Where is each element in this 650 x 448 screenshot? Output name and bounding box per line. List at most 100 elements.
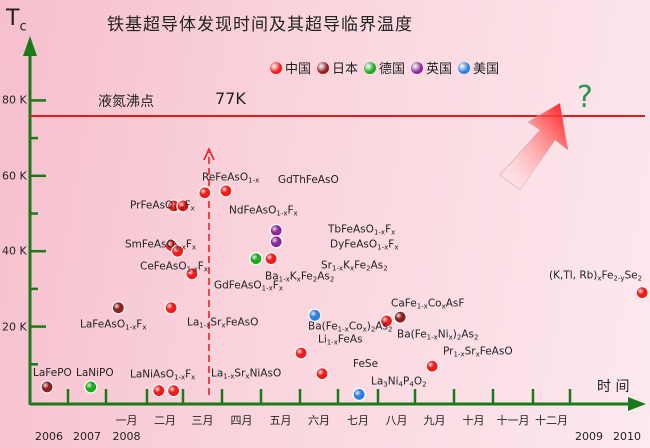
data-point-highlight (394, 311, 406, 323)
x-tick-label-month: 十月 (462, 414, 485, 427)
label-text: AsF (445, 297, 465, 310)
data-point-highlight (316, 368, 328, 380)
data-label: LaFeAsO1-xFx (80, 319, 146, 332)
label-subscript: 4 (398, 380, 404, 389)
label-text: Sr (210, 316, 222, 329)
legend-item-germany: 德国 (364, 58, 405, 77)
data-label: La1-xSrxNiAsO (211, 368, 281, 381)
label-subscript: x (190, 204, 195, 213)
label-subscript: x (394, 243, 399, 252)
label-subscript: x (391, 228, 396, 237)
legend-item-uk: 英国 (411, 58, 452, 77)
label-subscript: x (362, 325, 367, 334)
label-text: ) (452, 328, 457, 341)
legend-item-japan: 日本 (317, 58, 358, 77)
label-text: Fe (601, 269, 614, 282)
label-subscript: x (245, 372, 250, 381)
label-text: FeSe (353, 358, 379, 370)
label-text: FeAsO (225, 316, 259, 329)
data-label: PrFeAsO1-xFx (130, 200, 195, 213)
label-subscript: 2 (422, 380, 427, 389)
label-text: (K,Tl, Rb) (549, 269, 598, 282)
y-axis-label-sub: c (19, 19, 27, 35)
data-point-highlight (295, 347, 307, 359)
data-label: LaNiPO (76, 367, 114, 379)
label-subscript: 1-x (248, 176, 260, 185)
x-tick-label-month: 十二月 (535, 414, 568, 427)
data-label: CaFe1-xCoxAsF (391, 298, 464, 311)
data-point-highlight (168, 200, 180, 212)
label-text: F (184, 199, 191, 212)
legend-marker (364, 61, 377, 74)
legend-marker (458, 61, 471, 74)
label-text: Pr (443, 345, 454, 358)
label-subscript: 2 (383, 264, 388, 273)
label-text: K (343, 259, 350, 272)
y-tick-label: 20 K (2, 320, 27, 334)
label-text: FeAs (337, 333, 363, 346)
data-label: Sr1-xKxFe2As2 (321, 260, 388, 273)
label-text: F (197, 260, 204, 273)
y-tick-label: 80 K (2, 93, 27, 107)
label-text: NdFeAsO (229, 204, 277, 217)
label-subscript: 1-x (173, 373, 186, 382)
x-tick-label-month: 六月 (308, 414, 330, 427)
label-subscript: 1-x (416, 302, 428, 311)
label-text: GdThFeAsO (278, 174, 339, 186)
legend-label: 英国 (426, 62, 453, 77)
label-text: Se (624, 269, 638, 282)
reference-line-label: 液氮沸点 (98, 94, 154, 110)
data-label: FeSe (353, 358, 378, 370)
legend-label: 中国 (285, 62, 312, 77)
data-label: Li1-xFeAs (318, 334, 363, 347)
label-subscript: 1-x (276, 209, 288, 218)
label-subscript: 1-x (426, 333, 438, 342)
label-subscript: 1-x (261, 284, 273, 293)
data-label: (K,Tl, Rb)xFe2-ySe2 (549, 270, 642, 283)
label-text: O (413, 375, 423, 388)
label-subscript: x (142, 323, 147, 332)
label-subscript: 1-x (326, 338, 338, 347)
y-tick-label: 40 K (2, 244, 27, 258)
legend-label: 德国 (379, 62, 406, 77)
label-text: Ni (387, 375, 399, 388)
data-point-highlight (153, 385, 165, 397)
label-text: As (461, 328, 474, 341)
x-tick-label-year: 2010 (613, 430, 641, 443)
label-subscript: 2 (366, 264, 371, 273)
x-tick-label-month: 四月 (230, 414, 253, 427)
label-subscript: 1-x (186, 265, 198, 274)
data-label: CeFeAsO1-xFx (140, 261, 208, 274)
label-subscript: 1-x (377, 243, 389, 252)
dashed-line-arrowhead (203, 147, 215, 161)
label-text: Ni (437, 328, 449, 341)
label-text: Sr (464, 345, 476, 358)
x-tick-label-month: 九月 (423, 414, 446, 427)
data-point-highlight (353, 388, 365, 400)
legend-label: 美国 (473, 62, 500, 77)
question-mark: ? (577, 80, 593, 115)
data-label: LaNiAsO1-xFx (130, 369, 195, 382)
label-subscript: 4 (409, 380, 414, 389)
label-subscript: 2 (456, 333, 462, 342)
legend: 中国 日本 德国 英国 美国 (270, 58, 499, 77)
label-text: Fe (354, 259, 367, 272)
label-text: Li (318, 333, 327, 346)
label-subscript: x (597, 274, 602, 283)
data-label: TbFeAsO1-xFx (328, 224, 395, 237)
label-text: F (185, 368, 192, 381)
label-subscript: x (293, 209, 298, 218)
label-text: CeFeAsO (140, 260, 187, 273)
x-tick-label-month: 一月 (115, 414, 138, 427)
label-subscript: 2 (370, 325, 376, 334)
data-label: La3Ni4P4O2 (371, 376, 427, 389)
x-tick-label-month: 八月 (385, 414, 408, 427)
legend-label: 日本 (332, 62, 359, 77)
label-text: TbFeAsO (328, 223, 374, 236)
label-subscript: 1-x (453, 350, 465, 359)
y-axis-label: Tc (6, 6, 27, 34)
label-subscript: x (278, 284, 283, 293)
label-text: La (211, 367, 224, 380)
data-label: DyFeAsO1-xFx (330, 239, 398, 252)
label-text: Ba(Fe (308, 320, 338, 333)
